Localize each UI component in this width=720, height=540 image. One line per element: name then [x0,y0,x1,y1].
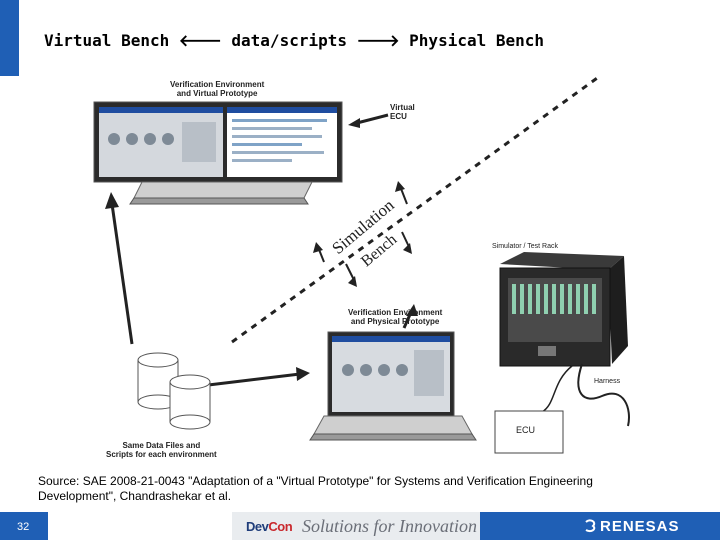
source-citation: Source: SAE 2008-21-0043 "Adaptation of … [38,474,698,504]
renesas-logo: RENESAS [600,518,680,535]
tagline: Solutions for Innovation [302,516,477,536]
slide-title: Virtual Bench 🡐 data/scripts 🡒 Physical … [44,31,545,50]
source-line2: Development", Chandrashekar et al. [38,489,232,503]
source-line1: Source: SAE 2008-21-0043 "Adaptation of … [38,474,593,488]
bottom-env-label-line1: Verification Environment [348,308,443,317]
devcon-logo-dev: Dev [246,519,269,534]
devcon-logo: DevCon [246,519,293,534]
virtual-ecu-line2: ECU [390,112,407,121]
virtual-ecu-line1: Virtual [390,103,415,112]
ecu-label: ECU [516,425,536,435]
physical-workstation [309,331,477,441]
renesas-mark-icon [585,519,596,533]
data-files-label: Same Data Files and Scripts for each env… [106,441,217,459]
top-env-label-line2: and Virtual Prototype [176,89,258,98]
footer-right-block: RENESAS [480,512,720,540]
dashed-divider [231,74,601,344]
top-env-label-line1: Verification Environment [170,80,265,89]
virtual-ecu-label: Virtual ECU [390,103,415,121]
data-files-label-line2: Scripts for each environment [106,450,217,459]
virtual-workstation [93,101,343,205]
bench-diagram: Verification Environment and Virtual Pro… [72,64,664,462]
diagram-graphics [93,74,630,454]
data-files-label-line1: Same Data Files and [122,441,201,450]
bottom-env-label-line2: and Physical Prototype [350,317,440,326]
harness-label: Harness [594,378,621,385]
footer-bar: 32 DevCon Solutions for Innovation RENES… [0,512,720,540]
page-number: 32 [17,521,30,533]
devcon-logo-con: Con [268,519,293,534]
data-cylinders-icon [137,352,211,430]
footer-left-block: 32 [0,512,48,540]
top-env-label: Verification Environment and Virtual Pro… [170,80,264,98]
bottom-env-label: Verification Environment and Physical Pr… [348,308,442,326]
accent-bar [0,0,19,76]
footer-tagline-block: DevCon Solutions for Innovation [232,512,480,540]
rack-label: Simulator / Test Rack [492,243,559,250]
test-rack [499,252,628,367]
ecu-box [494,410,564,454]
